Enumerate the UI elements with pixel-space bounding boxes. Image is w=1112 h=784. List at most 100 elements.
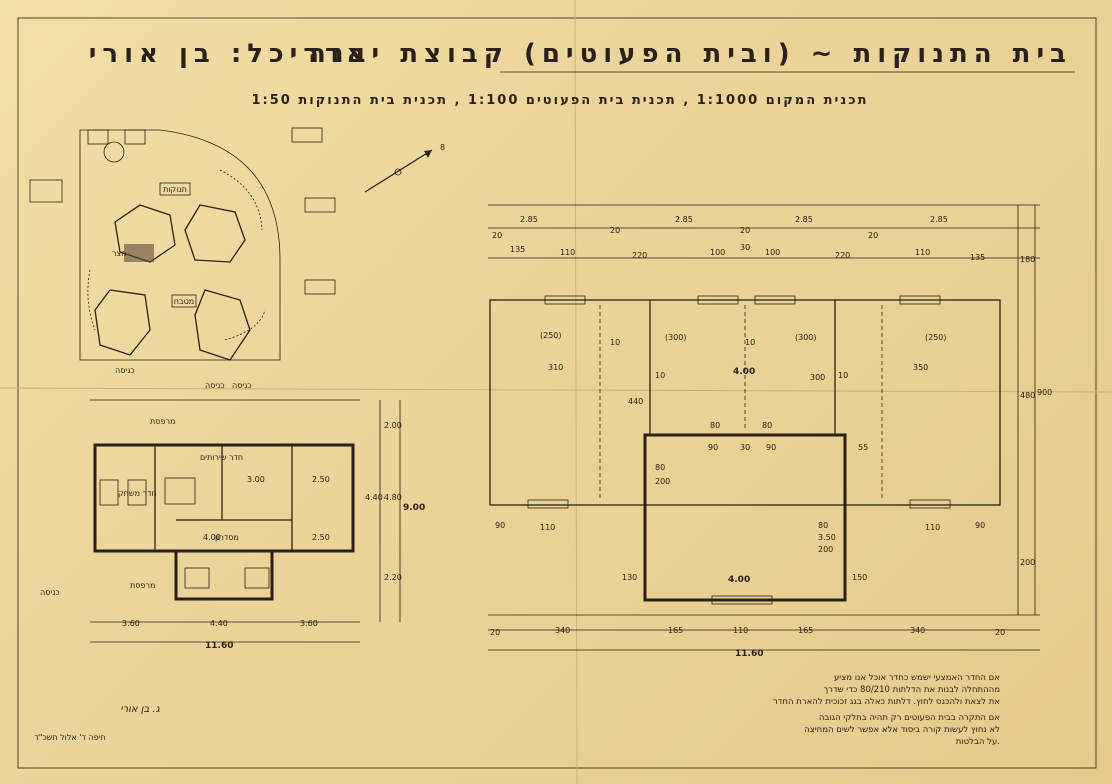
note-2c: על הבלטות. xyxy=(956,737,1000,747)
sheet-border xyxy=(17,17,1097,769)
ldim-r2-1: 110 xyxy=(560,248,575,257)
room-play-label: חדר משחק xyxy=(118,489,157,498)
north-arrow: 8 xyxy=(364,143,445,193)
ldim-inner-4: 90 xyxy=(495,521,505,530)
ldim-small-8: 80 xyxy=(710,421,720,430)
ldim-small-0: 20 xyxy=(492,231,502,240)
ldim-small-11: 90 xyxy=(708,443,718,452)
entry-label-2: כניסה xyxy=(205,381,225,390)
ldim-r2-3: 100 xyxy=(710,248,725,257)
ldim-top-2: 2.85 xyxy=(795,215,813,224)
note-1a: אם החדר האמצעי ישמש כחדר אוכל אנו מציע xyxy=(834,673,1000,683)
ldim-inner-0: 4.00 xyxy=(728,575,750,585)
note-2b: לא נחוץ לעשות קורה ביסוד אלא אפשר לשים ה… xyxy=(804,725,1000,735)
ldim-top-0: 2.85 xyxy=(520,215,538,224)
site-plan: תנוקות חצר מטבח xyxy=(29,127,336,361)
ldim-bot-0: 20 xyxy=(490,628,500,637)
north-label: 8 xyxy=(440,143,445,152)
notes-block: אם החדר האמצעי ישמש כחדר אוכל אנו מציע מ… xyxy=(773,673,1000,747)
dim-side-d: 2.20 xyxy=(384,573,402,582)
dim-side-a: 4.40 xyxy=(365,493,383,502)
ldim-small-15: 200 xyxy=(655,477,670,486)
corridor-label: מסדרון xyxy=(215,533,239,542)
ldim-inner-1: 3.50 xyxy=(818,533,836,542)
note-1b: מההתחלה לבנות את הדלתות 80/210 כדי שדרך xyxy=(824,685,1000,695)
dim-bot-a: 3.60 xyxy=(122,619,140,628)
ldim-inner-2: 80 xyxy=(818,521,828,530)
porch-top-label: מרפסת xyxy=(150,417,175,426)
ldim-small-2: 20 xyxy=(740,226,750,235)
ldim-bot-1: 340 xyxy=(555,626,570,635)
ldim-inner-6: 110 xyxy=(925,523,940,532)
ldim-room-2: (300) xyxy=(795,333,817,342)
ldim-r2-7: 110 xyxy=(915,248,930,257)
ldim-small-12: 30 xyxy=(740,443,750,452)
ldim-r2-2: 220 xyxy=(632,251,647,260)
ldim-small-6: 10 xyxy=(745,338,755,347)
ldim-room2-1: 4.00 xyxy=(733,367,755,377)
ldim-small-14: 55 xyxy=(858,443,868,452)
ldim-r2-0: 135 xyxy=(510,245,525,254)
ldim-bot-3: 110 xyxy=(733,626,748,635)
ldim-inner-5: 110 xyxy=(540,523,555,532)
ldim-small-4: 10 xyxy=(610,338,620,347)
ldim-bot-4: 165 xyxy=(798,626,813,635)
ldim-side-3: 440 xyxy=(628,397,643,406)
note-2a: אם התקרה בבית הפעוטים רק תהיה בחלקי הגוב… xyxy=(819,713,1000,723)
ldim-top-3: 2.85 xyxy=(930,215,948,224)
dim-top-a: 2.00 xyxy=(384,421,402,430)
ldim-inner-7: 90 xyxy=(975,521,985,530)
site-hatched-court xyxy=(124,244,154,262)
dim-mid-c: 2.50 xyxy=(312,533,330,542)
ldim-side-6: 130 xyxy=(622,573,637,582)
ldim-small-7: 10 xyxy=(838,371,848,380)
fold-line-vertical xyxy=(574,0,578,784)
ldim-small-1: 20 xyxy=(610,226,620,235)
ldim-total: 11.60 xyxy=(735,649,763,659)
ldim-r2-8: 135 xyxy=(970,253,985,262)
entry-label-4: כניסה xyxy=(40,588,60,597)
dim-mid-d: 4.00 xyxy=(203,533,221,542)
ldim-side-0: 180 xyxy=(1020,255,1035,264)
site-label-kitchen: מטבח xyxy=(174,297,194,306)
dim-side-b: 4.80 xyxy=(384,493,402,502)
ldim-room-1: (300) xyxy=(665,333,687,342)
ldim-bot-6: 20 xyxy=(995,628,1005,637)
ldim-room2-2: 350 xyxy=(913,363,928,372)
ldim-side-4: 200 xyxy=(1020,558,1035,567)
entry-label-1: כניסה xyxy=(115,366,135,375)
signature-name: ג. בן אורי xyxy=(120,704,159,715)
ldim-room-0: (250) xyxy=(540,331,562,340)
drawing-title: בית התנוקות ~ (ובית הפעוטים) קבוצת יבנה xyxy=(308,39,1072,69)
porch-bottom-label: מרפסת xyxy=(130,581,155,590)
signature-location: חיפה ד' אלול תשכ"ד xyxy=(34,733,105,742)
ldim-r2-5: 100 xyxy=(765,248,780,257)
ldim-bot-5: 340 xyxy=(910,626,925,635)
ldim-bot-2: 165 xyxy=(668,626,683,635)
ldim-room-3: (250) xyxy=(925,333,947,342)
fold-line xyxy=(0,387,1112,393)
dim-mid-b: 2.50 xyxy=(312,475,330,484)
signature-block: ג. בן אורי חיפה ד' אלול תשכ"ד xyxy=(34,704,159,742)
ldim-r2-4: 30 xyxy=(740,243,750,252)
dim-side-c: 9.00 xyxy=(403,503,425,513)
ldim-small-5: 10 xyxy=(655,371,665,380)
site-label-infants: תנוקות xyxy=(163,185,187,194)
room-service-label: חדר שירותים xyxy=(200,453,243,462)
dim-mid-a: 3.00 xyxy=(247,475,265,484)
dim-total-small: 11.60 xyxy=(205,641,233,651)
entry-label-3: כניסה xyxy=(232,381,252,390)
ldim-small-13: 90 xyxy=(766,443,776,452)
note-1c: את לצאת ולהכנס לחוץ. דלתות כאלה בגג זכוכ… xyxy=(773,697,1000,707)
large-floor-plan: 2.85 2.85 2.85 2.85 135 110 220 100 30 1… xyxy=(488,204,1052,659)
ldim-small-9: 80 xyxy=(762,421,772,430)
dim-bot-b: 4.40 xyxy=(210,619,228,628)
site-label-yard: חצר xyxy=(112,249,127,258)
architect-name: אדריכל: בן אורי xyxy=(89,39,371,69)
ldim-room2-0: 310 xyxy=(548,363,563,372)
dim-bot-c: 3.60 xyxy=(300,619,318,628)
ldim-inner-3: 200 xyxy=(818,545,833,554)
ldim-side-7: 150 xyxy=(852,573,867,582)
drawing-subtitle: תכנית המקום 1:1000 , תכנית בית הפעוטים 1… xyxy=(252,93,869,108)
